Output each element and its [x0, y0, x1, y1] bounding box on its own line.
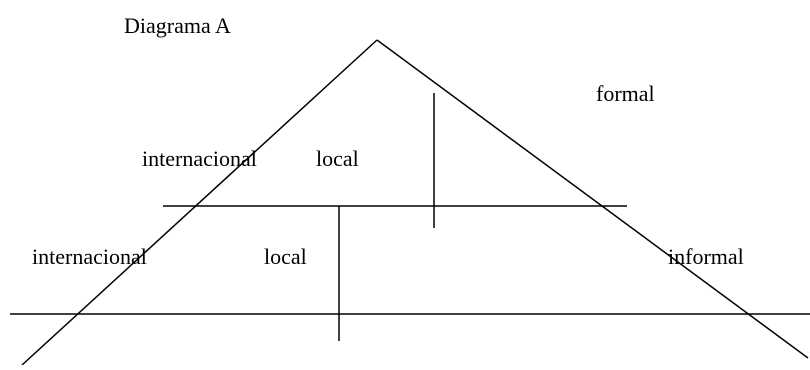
- diagram-title: Diagrama A: [124, 13, 231, 38]
- upper-international-label: internacional: [142, 146, 257, 171]
- informal-label: informal: [668, 244, 744, 269]
- formal-label: formal: [596, 81, 655, 106]
- pyramid-right-edge: [376, 39, 809, 359]
- lower-international-label: internacional: [32, 244, 147, 269]
- lower-local-label: local: [264, 244, 307, 269]
- pyramid-left-edge: [21, 39, 378, 366]
- upper-local-label: local: [316, 146, 359, 171]
